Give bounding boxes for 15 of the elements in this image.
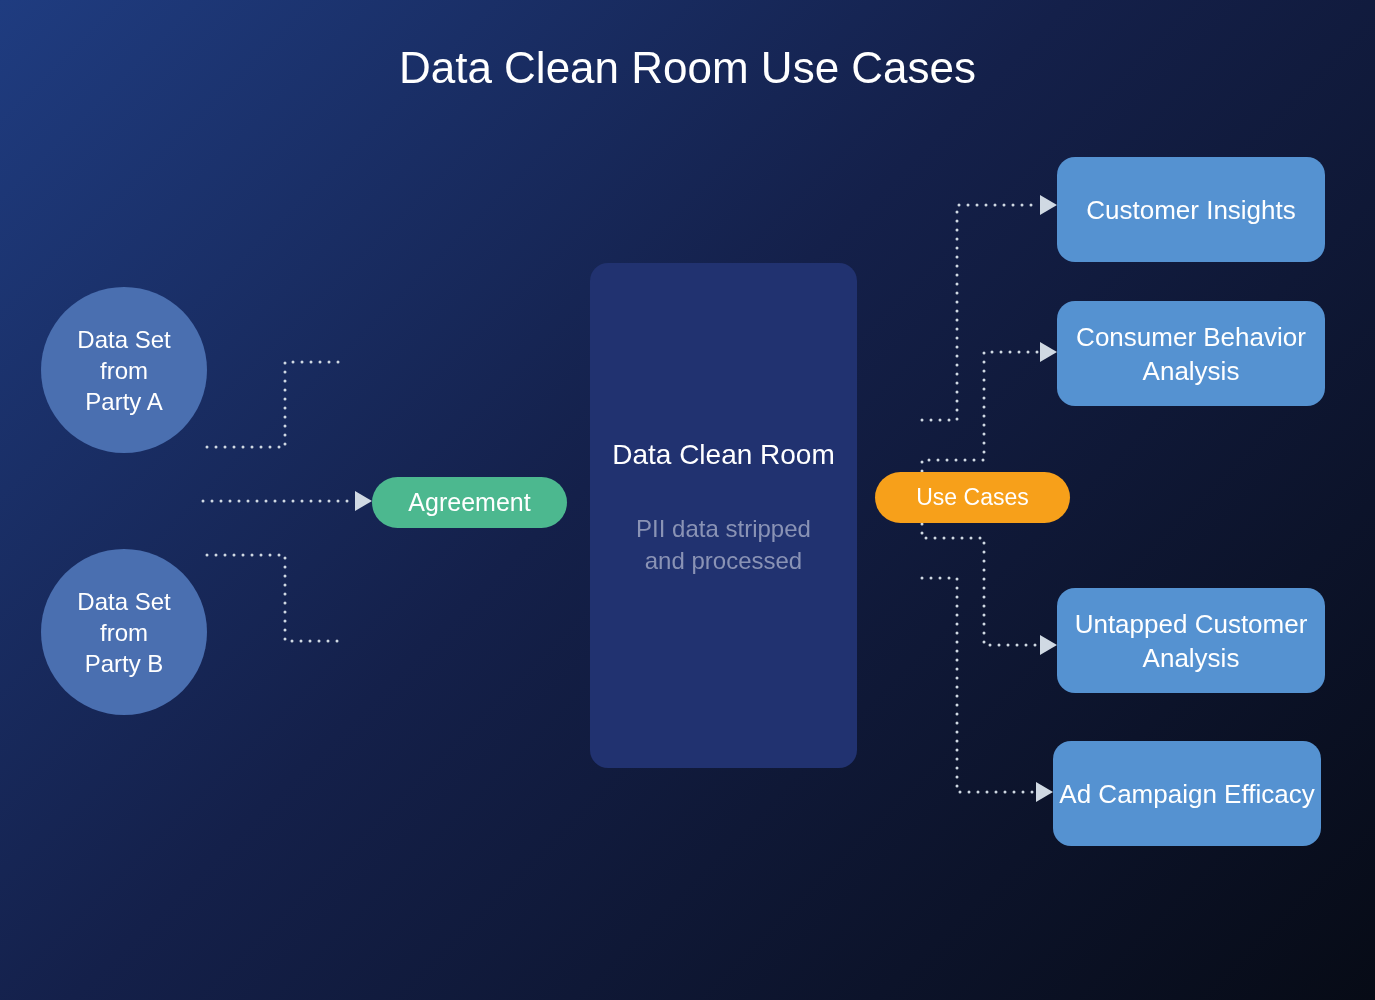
panel-heading: Data Clean Room (612, 438, 835, 472)
agreement-pill: Agreement (372, 477, 567, 528)
use-case-box: Consumer Behavior Analysis (1057, 301, 1325, 406)
dotted-connector (201, 491, 372, 511)
dotted-connector (920, 576, 1053, 802)
dotted-connector (920, 522, 1057, 655)
dotted-connector (920, 195, 1057, 422)
diagram-title: Data Clean Room Use Cases (397, 42, 978, 94)
dotted-connector (920, 342, 1057, 473)
use-cases-pill: Use Cases (875, 472, 1070, 523)
use-case-box: Ad Campaign Efficacy (1053, 741, 1321, 846)
use-case-box: Customer Insights (1057, 157, 1325, 262)
panel-description: PII data stripped and processed (635, 514, 812, 576)
use-case-box: Untapped Customer Analysis (1057, 588, 1325, 693)
clean-room-panel (590, 263, 857, 768)
